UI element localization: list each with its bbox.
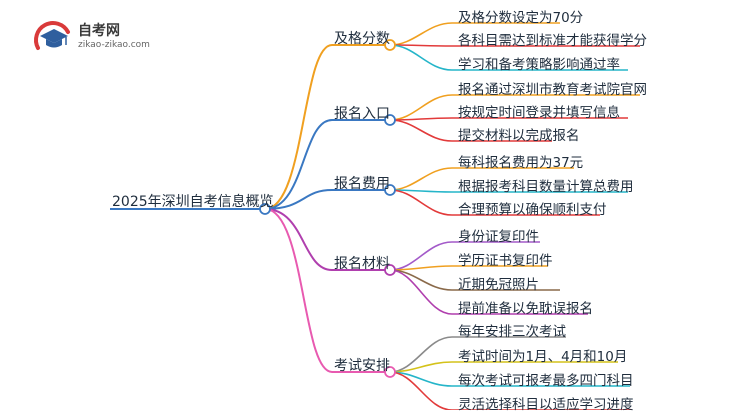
leaf-label: 报名通过深圳市教育考试院官网 <box>458 82 647 98</box>
leaf-label: 每年安排三次考试 <box>458 324 566 340</box>
leaf-label: 每次考试可报考最多四门科目 <box>458 373 634 389</box>
branch-leaf-connector <box>389 44 453 71</box>
leaf-label: 及格分数设定为70分 <box>458 10 584 26</box>
leaf-label: 按规定时间登录并填写信息 <box>458 105 620 121</box>
leaf-label: 学历证书复印件 <box>458 253 553 269</box>
leaf-label: 考试时间为1月、4月和10月 <box>458 349 628 365</box>
root-branch-connector <box>264 208 333 271</box>
branch-label: 报名材料 <box>334 256 390 272</box>
logo-url: zikao-zikao.com <box>78 40 150 50</box>
branch-node-circle <box>384 39 396 51</box>
branch-label: 报名费用 <box>334 176 390 192</box>
branch-leaf-connector <box>389 167 453 191</box>
leaf-label: 各科目需达到标准才能获得学分 <box>458 33 647 49</box>
logo-title: 自考网 <box>78 23 120 39</box>
branch-leaf-connector <box>389 371 453 410</box>
root-node-label: 2025年深圳自考信息概览 <box>112 194 274 210</box>
root-branch-connector <box>264 208 333 373</box>
branch-leaf-connector <box>389 22 453 46</box>
branch-label: 考试安排 <box>334 358 390 374</box>
branch-label: 及格分数 <box>334 31 390 47</box>
leaf-label: 提交材料以完成报名 <box>458 128 580 144</box>
branch-node-circle <box>384 114 396 126</box>
leaf-label: 学习和备考策略影响通过率 <box>458 57 620 73</box>
branch-leaf-connector <box>389 189 453 216</box>
leaf-label: 每科报名费用为37元 <box>458 155 584 171</box>
leaf-label: 提前准备以免耽误报名 <box>458 301 593 317</box>
branch-label: 报名入口 <box>334 106 390 122</box>
root-branch-connector <box>264 44 333 210</box>
branch-node-circle <box>384 366 396 378</box>
root-node-circle <box>259 203 271 215</box>
site-logo: 自考网 zikao-zikao.com <box>30 18 150 58</box>
leaf-label: 身份证复印件 <box>458 229 539 245</box>
leaf-label: 根据报考科目数量计算总费用 <box>458 179 634 195</box>
branch-node-circle <box>384 184 396 196</box>
leaf-label: 合理预算以确保顺利支付 <box>458 202 607 218</box>
root-branch-connector <box>264 119 333 210</box>
leaf-label: 灵活选择科目以适应学习进度 <box>458 397 634 413</box>
leaf-label: 近期免冠照片 <box>458 277 539 293</box>
branch-leaf-connector <box>389 119 453 142</box>
branch-node-circle <box>384 264 396 276</box>
graduation-cap-icon <box>34 21 70 50</box>
branch-leaf-connector <box>389 94 453 121</box>
branch-leaf-connector <box>389 269 453 315</box>
root-branch-connector <box>264 189 333 210</box>
